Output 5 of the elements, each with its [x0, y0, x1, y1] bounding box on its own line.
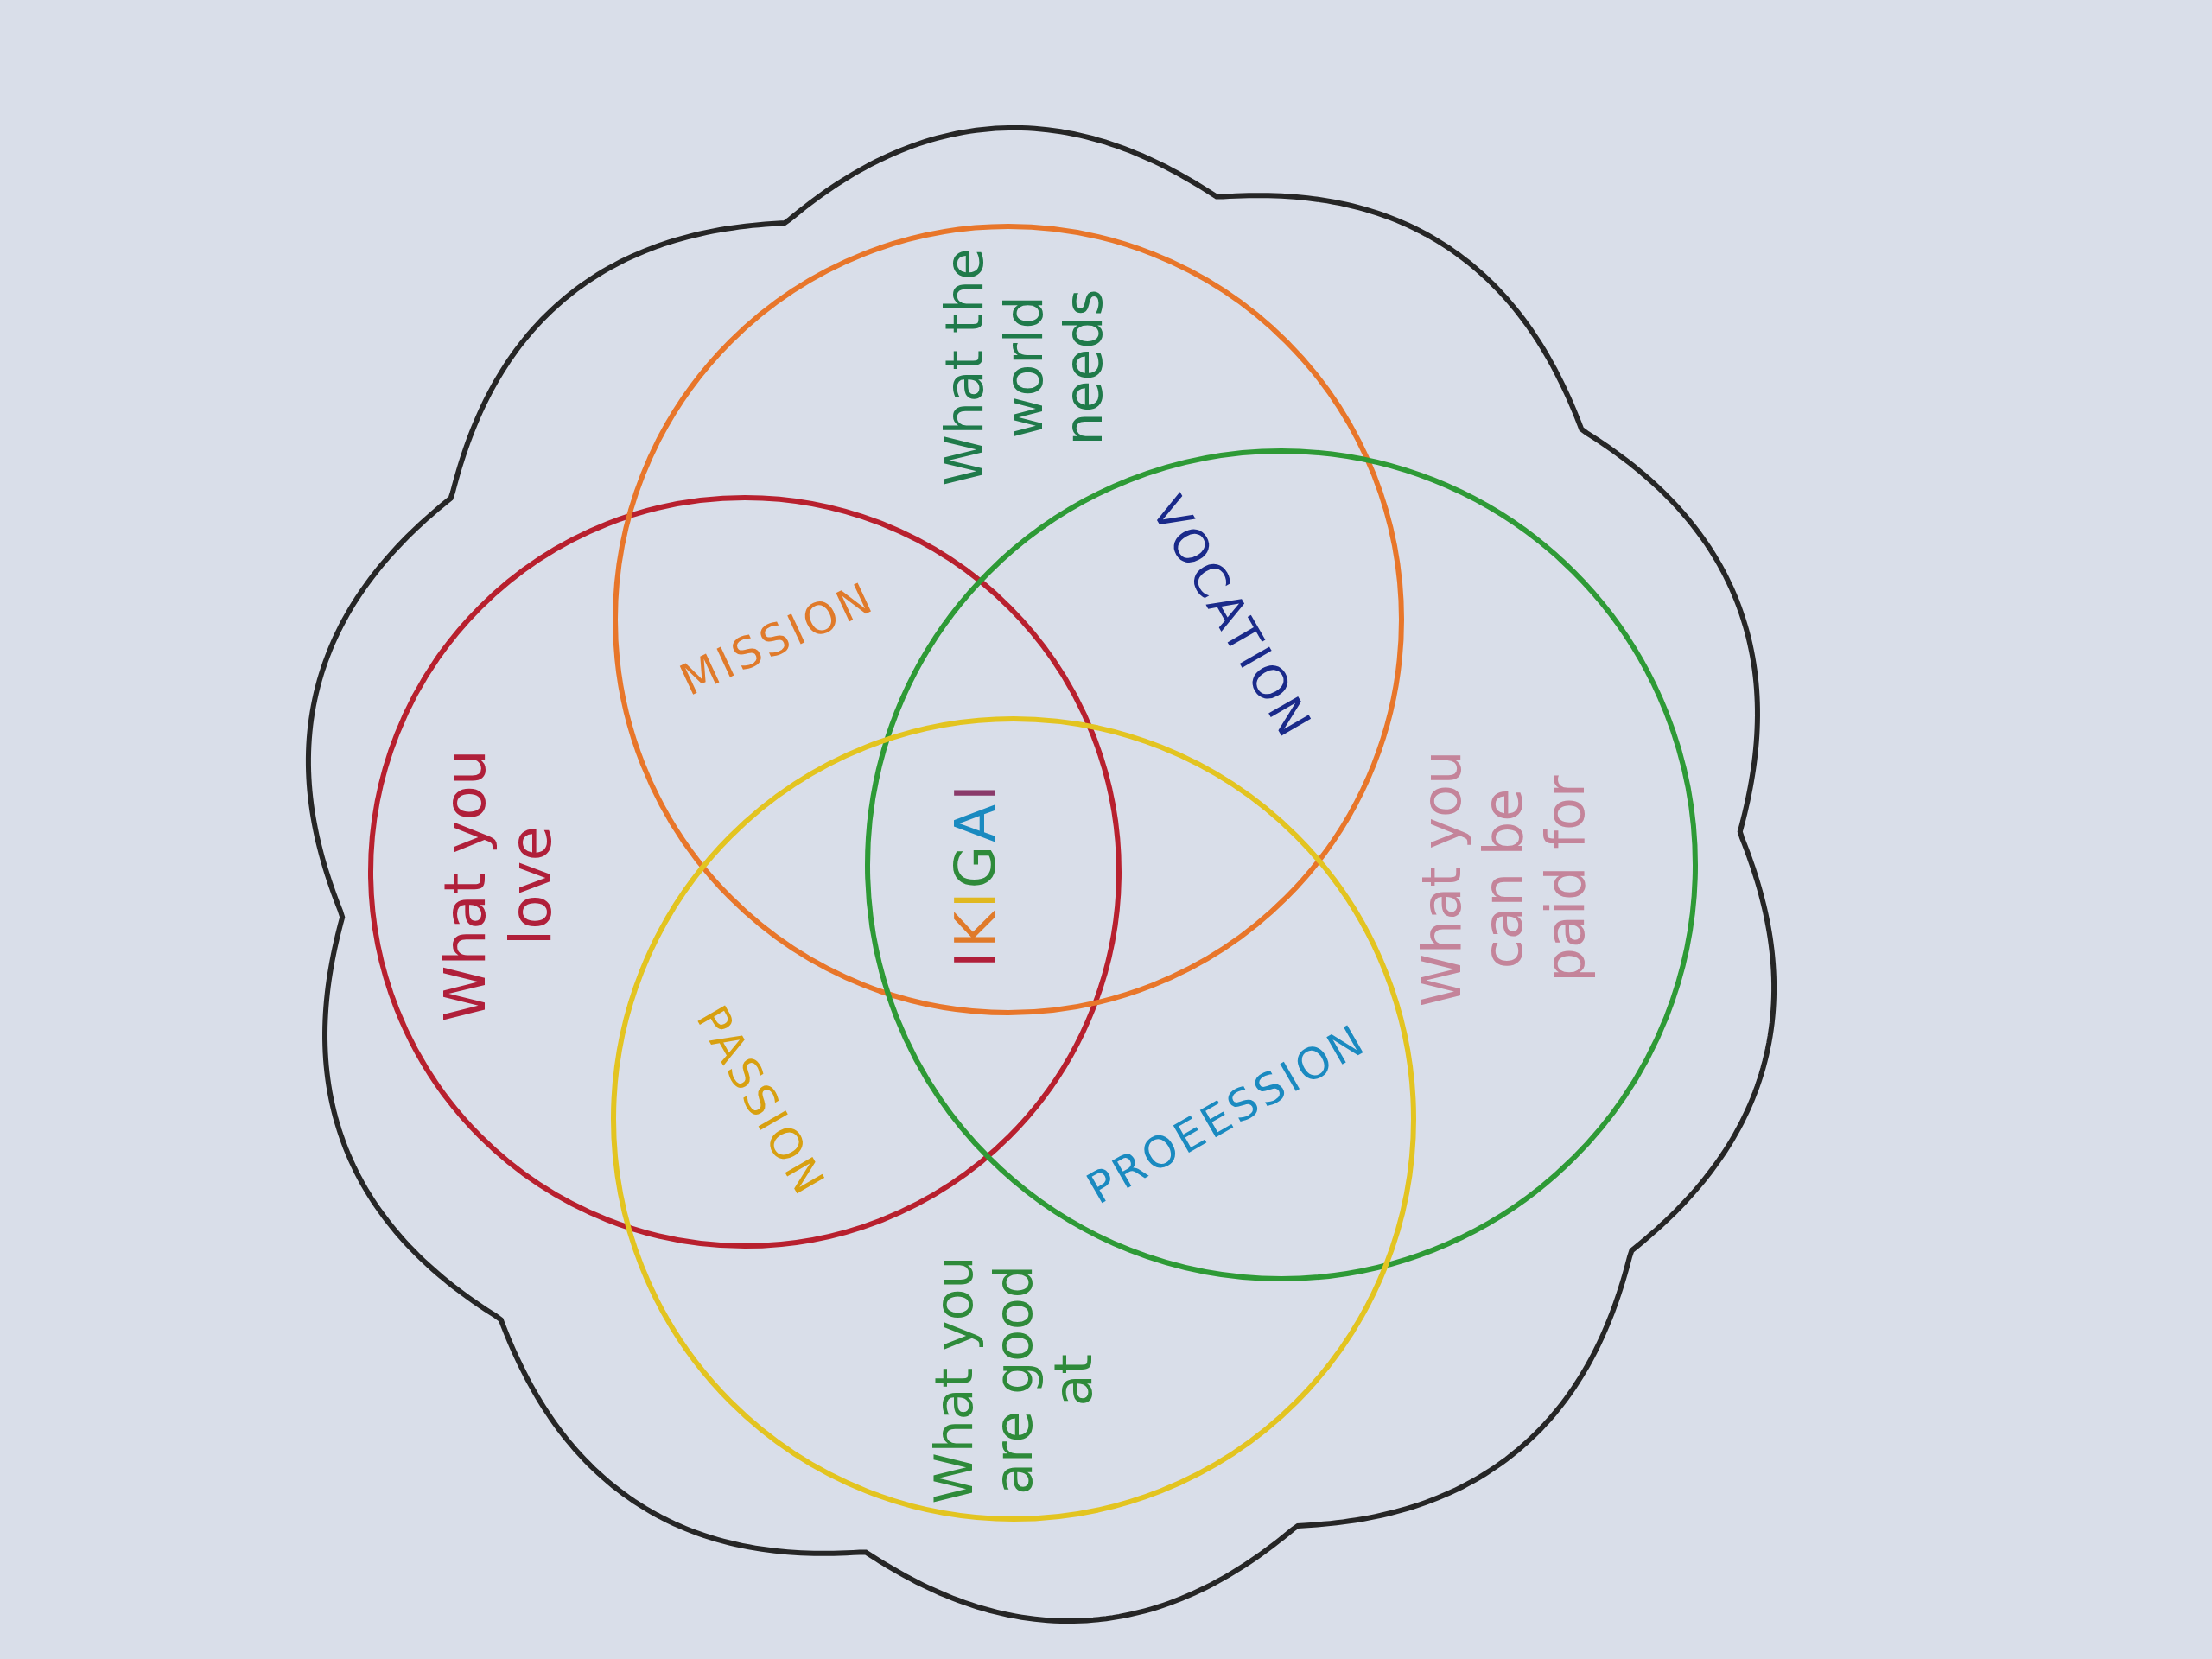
center-label: IKIGAI	[944, 781, 1008, 968]
circle-text: What you are good at	[924, 1255, 1103, 1506]
circle-text: What you can be paid for	[1411, 749, 1596, 1009]
circle-text: What the world needs	[934, 247, 1114, 488]
circle-text: What you love	[433, 748, 564, 1024]
